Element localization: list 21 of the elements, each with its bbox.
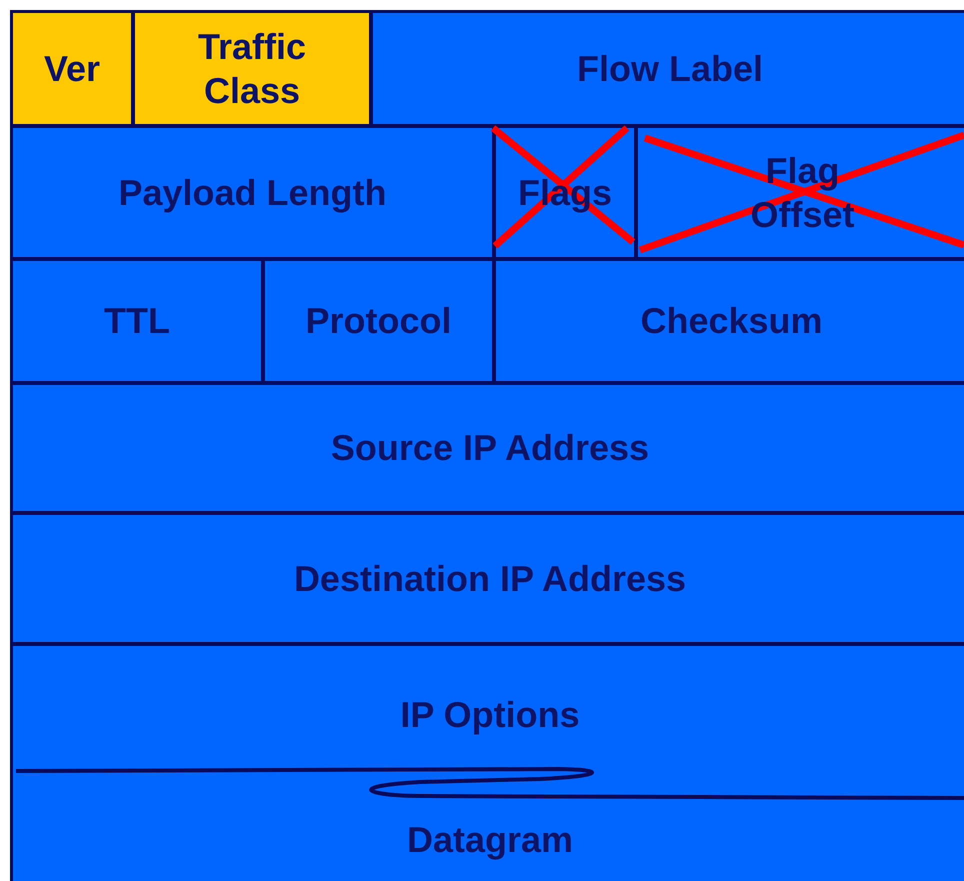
field-name: Payload Length (118, 170, 387, 214)
field-name: Protocol (305, 299, 452, 343)
header-field (10, 512, 964, 645)
header-field (262, 258, 495, 384)
header-field (132, 10, 372, 127)
field-name: Ver (44, 46, 100, 90)
header-field (370, 10, 964, 127)
header-field (10, 125, 495, 260)
field-name: Traffic Class (196, 24, 308, 112)
header-field (10, 382, 964, 514)
header-field (10, 258, 264, 384)
field-name: Flag Offset (749, 148, 856, 236)
header-field (493, 258, 964, 384)
header-field (10, 10, 134, 127)
field-name: Checksum (640, 299, 823, 343)
field-name: Datagram (406, 818, 574, 862)
field-name: Destination IP Address (294, 556, 686, 600)
field-name: IP Options (400, 692, 580, 736)
field-name: Source IP Address (330, 426, 650, 470)
field-name: TTL (104, 299, 170, 343)
field-name: Flow Label (576, 46, 763, 90)
